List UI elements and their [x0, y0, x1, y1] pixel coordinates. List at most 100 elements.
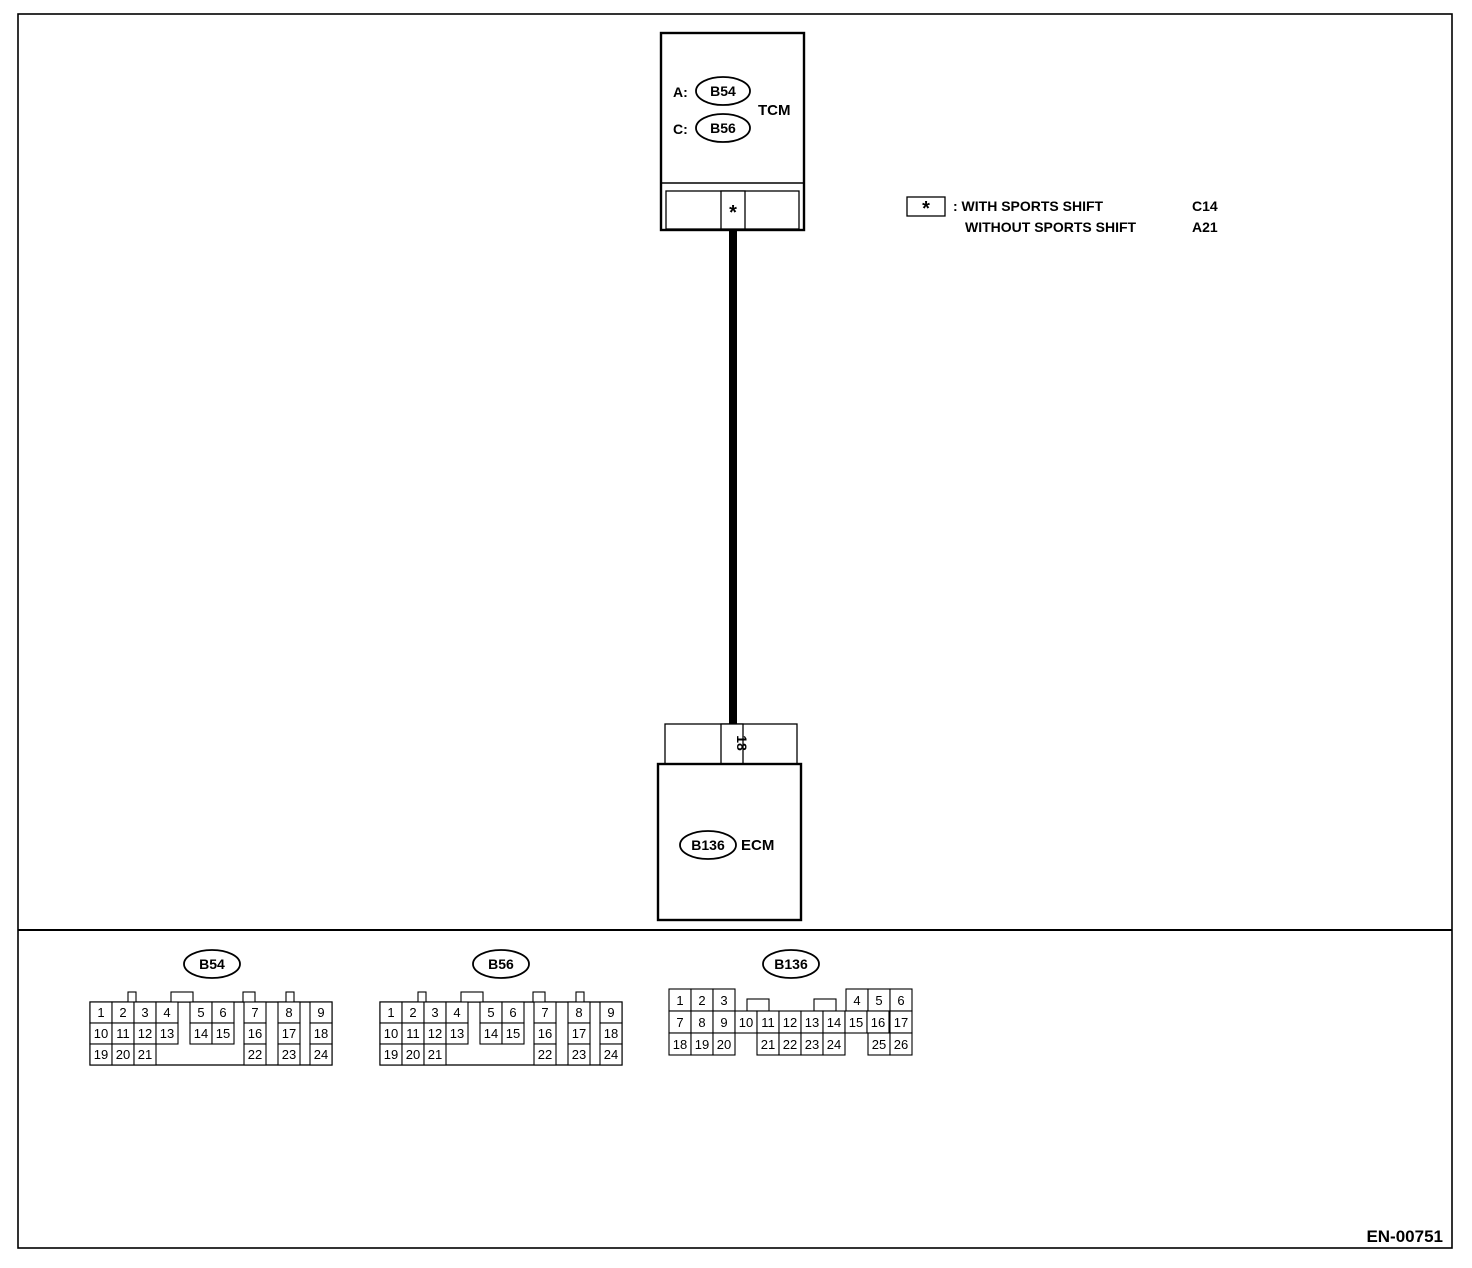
svg-text:B54: B54	[199, 956, 225, 972]
pin-cell	[533, 1043, 557, 1066]
pin-number: 23	[805, 1037, 819, 1052]
pin-number: 2	[409, 1005, 416, 1020]
pin-number: 3	[141, 1005, 148, 1020]
pin-number: 25	[872, 1037, 886, 1052]
pin-cell	[889, 1032, 913, 1056]
connector-latch	[746, 998, 770, 1012]
connector-latch	[813, 998, 837, 1012]
pin-number: 9	[607, 1005, 614, 1020]
pin-number: 20	[717, 1037, 731, 1052]
pin-number: 5	[487, 1005, 494, 1020]
pin-number: 19	[695, 1037, 709, 1052]
ecm-terminal-label: 18	[734, 735, 750, 751]
pin-number: 6	[509, 1005, 516, 1020]
pin-number: 1	[676, 993, 683, 1008]
connector-b54-title: B54	[183, 949, 241, 979]
pin-number: 10	[94, 1026, 108, 1041]
pin-number: 13	[450, 1026, 464, 1041]
tcm-terminal-cell	[720, 190, 746, 230]
pin-cell	[309, 1043, 333, 1066]
pin-number: 2	[698, 993, 705, 1008]
pin-number: 23	[282, 1047, 296, 1062]
connector-b136-title: B136	[762, 949, 820, 979]
pin-number: 12	[138, 1026, 152, 1041]
pin-number: 24	[604, 1047, 618, 1062]
pin-cell	[712, 1032, 736, 1056]
pin-number: 5	[197, 1005, 204, 1020]
pin-cell	[822, 1032, 846, 1056]
diagram-frame	[17, 13, 1453, 1249]
pin-cell	[423, 1043, 447, 1066]
pin-number: 11	[116, 1026, 130, 1041]
pin-number: 5	[875, 993, 882, 1008]
pin-number: 10	[739, 1015, 753, 1030]
pin-number: 7	[541, 1005, 548, 1020]
pin-number: 7	[676, 1015, 683, 1030]
pin-number: 14	[484, 1026, 498, 1041]
pin-number: 26	[894, 1037, 908, 1052]
pin-number: 6	[219, 1005, 226, 1020]
connector-b56-title: B56	[472, 949, 530, 979]
legend-line2-value: A21	[1192, 219, 1218, 235]
pin-number: 20	[116, 1047, 130, 1062]
pin-number: 13	[160, 1026, 174, 1041]
legend-line2-label: WITHOUT SPORTS SHIFT	[965, 219, 1137, 235]
legend-symbol: *	[922, 198, 930, 220]
tcm-connector-a-label: B54	[710, 83, 736, 99]
pin-number: 22	[783, 1037, 797, 1052]
pin-number: 6	[897, 993, 904, 1008]
connector-latch	[170, 991, 194, 1003]
pin-number: 2	[119, 1005, 126, 1020]
svg-text:B136: B136	[774, 956, 808, 972]
tcm-connector-c-label: B56	[710, 120, 736, 136]
pin-number: 20	[406, 1047, 420, 1062]
tcm-terminal-label: *	[729, 202, 737, 224]
pin-number: 18	[314, 1026, 328, 1041]
legend: * : WITH SPORTS SHIFT C14 WITHOUT SPORTS…	[906, 196, 1218, 235]
pin-number: 17	[894, 1015, 908, 1030]
pin-number: 18	[673, 1037, 687, 1052]
pin-cell	[155, 1022, 179, 1045]
ecm-module: 18 B136 ECM	[656, 723, 803, 922]
pin-number: 8	[285, 1005, 292, 1020]
pin-number: 1	[97, 1005, 104, 1020]
tcm-connector-a-oval	[695, 76, 751, 106]
pin-number: 18	[604, 1026, 618, 1041]
pin-number: 12	[428, 1026, 442, 1041]
pin-number: 15	[216, 1026, 230, 1041]
pin-number: 21	[761, 1037, 775, 1052]
pin-number: 15	[506, 1026, 520, 1041]
pin-number: 13	[805, 1015, 819, 1030]
pin-number: 4	[453, 1005, 460, 1020]
pin-cell	[445, 1022, 469, 1045]
pin-number: 24	[827, 1037, 841, 1052]
ecm-connector-oval	[679, 830, 737, 860]
pin-number: 16	[871, 1015, 885, 1030]
pin-number: 1	[387, 1005, 394, 1020]
pin-number: 7	[251, 1005, 258, 1020]
pin-number: 14	[194, 1026, 208, 1041]
pin-cell	[599, 1043, 623, 1066]
pin-number: 19	[94, 1047, 108, 1062]
pin-number: 9	[317, 1005, 324, 1020]
pin-number: 21	[138, 1047, 152, 1062]
connector-latch	[532, 991, 546, 1003]
tcm-module: * A: B54 C: B56 TCM	[659, 31, 806, 232]
pin-cell	[567, 1043, 591, 1066]
pin-number: 9	[720, 1015, 727, 1030]
tcm-connector-c-oval	[695, 113, 751, 143]
pin-number: 19	[384, 1047, 398, 1062]
pin-number: 15	[849, 1015, 863, 1030]
pin-number: 3	[431, 1005, 438, 1020]
connector-latch	[242, 991, 256, 1003]
connector-latch	[285, 991, 295, 1003]
pin-number: 17	[572, 1026, 586, 1041]
pin-number: 22	[538, 1047, 552, 1062]
figure-id: EN-00751	[1366, 1227, 1443, 1246]
pin-number: 11	[406, 1026, 420, 1041]
pin-cell	[211, 1022, 235, 1045]
pin-number: 8	[575, 1005, 582, 1020]
pin-number: 3	[720, 993, 727, 1008]
